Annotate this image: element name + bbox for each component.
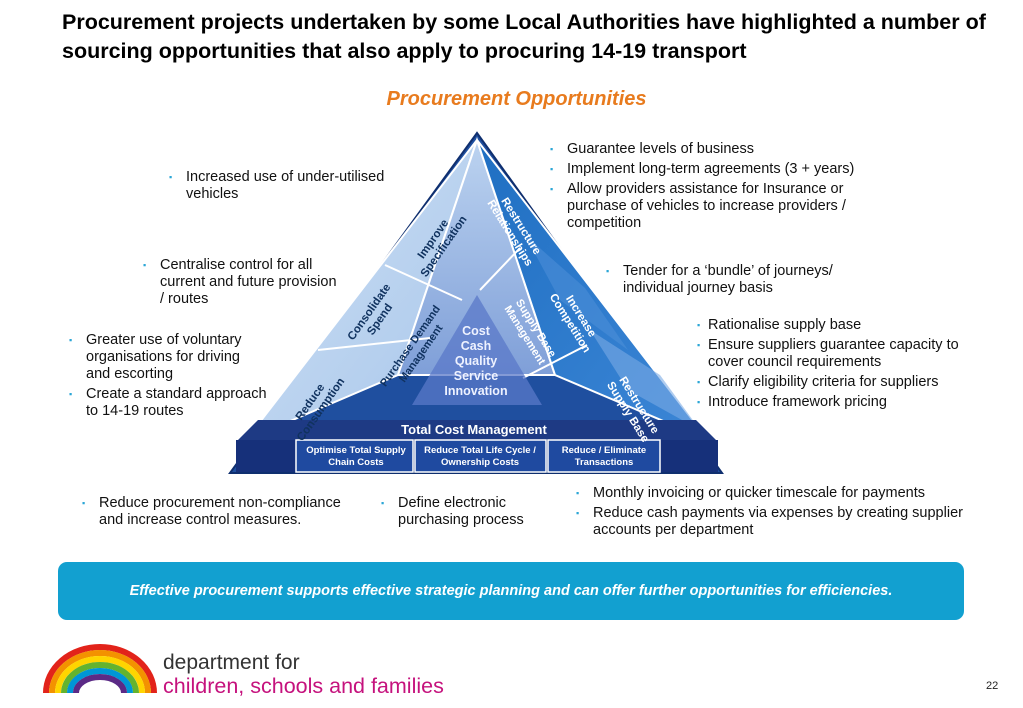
list-item: Tender for a ‘bundle’ of journeys/ indiv…	[605, 263, 865, 297]
callout-underutilised: Increased use of under-utilised vehicles	[168, 169, 408, 206]
callout-tender: Tender for a ‘bundle’ of journeys/ indiv…	[605, 263, 865, 300]
callout-centralise: Centralise control for all current and f…	[142, 257, 342, 311]
summary-banner-text: Effective procurement supports effective…	[129, 583, 893, 599]
core-label-innovation: Innovation	[444, 384, 507, 398]
list-item: Clarify eligibility criteria for supplie…	[696, 374, 966, 391]
bottom-cell-1-line1: Optimise Total Supply	[306, 445, 406, 456]
list-item: Guarantee levels of business	[549, 141, 879, 158]
list-item: Reduce cash payments via expenses by cre…	[575, 505, 965, 539]
list-item: Allow providers assistance for Insurance…	[549, 181, 879, 232]
dept-name-line2: children, schools and families	[163, 674, 444, 698]
list-item: Reduce procurement non-compliance and in…	[81, 495, 366, 529]
callout-voluntary: Greater use of voluntary organisations f…	[68, 332, 268, 423]
rainbow-logo-icon	[43, 644, 157, 694]
callout-relationships: Guarantee levels of business Implement l…	[549, 141, 879, 235]
diagram-heading: Procurement Opportunities	[386, 88, 647, 110]
slide-title: Procurement projects undertaken by some …	[62, 10, 986, 63]
callout-noncompliance: Reduce procurement non-compliance and in…	[81, 495, 366, 532]
core-label-service: Service	[454, 369, 499, 383]
bottom-cell-1-line2: Chain Costs	[328, 457, 383, 468]
bottom-cell-2-line2: Ownership Costs	[441, 457, 519, 468]
band-label: Total Cost Management	[401, 422, 547, 437]
list-item: Greater use of voluntary organisations f…	[68, 332, 268, 383]
list-item: Centralise control for all current and f…	[142, 257, 342, 308]
list-item: Implement long-term agreements (3 + year…	[549, 161, 879, 178]
dept-name-line1: department for	[163, 651, 300, 674]
total-cost-band	[238, 420, 716, 440]
bottom-cell-2-line1: Reduce Total Life Cycle /	[424, 445, 536, 456]
list-item: Introduce framework pricing	[696, 394, 966, 411]
page-number: 22	[986, 680, 999, 692]
core-label-quality: Quality	[455, 354, 497, 368]
list-item: Ensure suppliers guarantee capacity to c…	[696, 337, 966, 371]
bottom-cell-3-line1: Reduce / Eliminate	[562, 445, 646, 456]
summary-banner: Effective procurement supports effective…	[58, 562, 964, 620]
bottom-cell-3-line2: Transactions	[575, 457, 634, 468]
list-item: Create a standard approach to 14-19 rout…	[68, 386, 268, 420]
callout-supply-base: Rationalise supply base Ensure suppliers…	[696, 317, 966, 414]
list-item: Increased use of under-utilised vehicles	[168, 169, 408, 203]
core-label-cost: Cost	[462, 324, 491, 338]
core-label-cash: Cash	[461, 339, 492, 353]
list-item: Monthly invoicing or quicker timescale f…	[575, 485, 965, 502]
core-region	[412, 295, 542, 405]
right-face	[476, 139, 712, 443]
list-item: Define electronic purchasing process	[380, 495, 545, 529]
list-item: Rationalise supply base	[696, 317, 966, 334]
callout-electronic: Define electronic purchasing process	[380, 495, 545, 532]
callout-payments: Monthly invoicing or quicker timescale f…	[575, 485, 965, 542]
